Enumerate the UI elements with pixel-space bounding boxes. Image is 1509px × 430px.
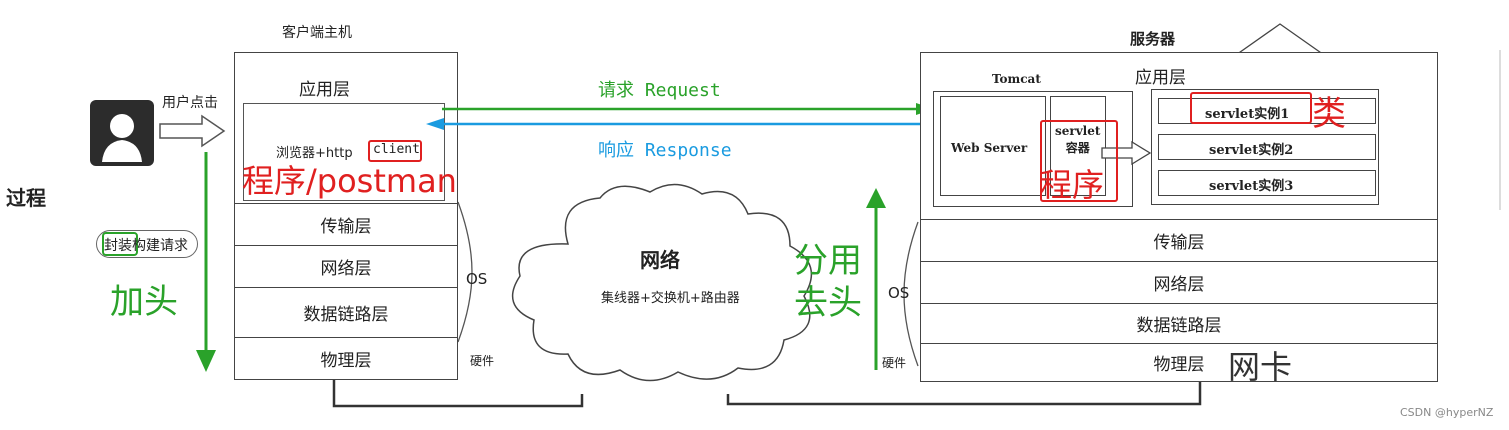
build-request-oval xyxy=(96,230,198,258)
server-physical-layer: 物理层 xyxy=(921,343,1437,381)
server-host: 应用层 Tomcat Web Server servlet 容器 servlet… xyxy=(920,52,1438,382)
server-network-layer: 网络层 xyxy=(921,261,1437,303)
servlet-container-label: servlet 容器 xyxy=(1055,123,1100,157)
class-annotation: 类 xyxy=(1312,94,1346,134)
server-physical-label: 物理层 xyxy=(1153,355,1205,375)
watermark: CSDN @hyperNZ xyxy=(1400,406,1494,419)
client-host: 应用层 浏览器+http 传输层 网络层 数据链路层 物理层 xyxy=(234,52,458,380)
user-click-label: 用户点击 xyxy=(162,95,218,111)
servlet-container-line2: 容器 xyxy=(1065,141,1090,155)
server-network-label: 网络层 xyxy=(1153,275,1205,295)
demux-up-arrow-icon xyxy=(866,188,886,370)
network-cloud xyxy=(511,183,813,382)
user-icon xyxy=(102,114,142,162)
server-title: 服务器 xyxy=(1130,30,1176,48)
servlet-instance-3-label: servlet实例3 xyxy=(1209,179,1294,194)
network-cloud-title: 网络 xyxy=(640,248,680,272)
servlet-container-line1: servlet xyxy=(1055,124,1101,138)
servlet-container-box: servlet 容器 xyxy=(1050,96,1106,196)
servlet-instance-2-label: servlet实例2 xyxy=(1209,143,1294,158)
response-label: 响应 Response xyxy=(598,140,732,161)
process-label: 过程 xyxy=(6,186,46,210)
server-app-layer: 应用层 xyxy=(1135,68,1186,88)
client-network-label: 网络层 xyxy=(320,259,372,279)
client-datalink-layer: 数据链路层 xyxy=(235,287,457,337)
client-highlight xyxy=(368,140,422,162)
servlet-instances-panel: servlet实例1 servlet实例2 servlet实例3 xyxy=(1151,89,1379,205)
client-transport-label: 传输层 xyxy=(320,217,372,237)
build-request-word: 构建请求 xyxy=(132,238,188,254)
client-app-layer: 应用层 xyxy=(299,80,350,100)
web-server-box: Web Server xyxy=(940,96,1046,196)
request-arrow-icon xyxy=(442,103,934,115)
server-datalink-layer: 数据链路层 xyxy=(921,303,1437,343)
click-arrow-icon xyxy=(159,114,226,148)
user-avatar xyxy=(90,100,154,166)
demux-line1: 分用 xyxy=(794,241,862,281)
server-os-label: OS xyxy=(888,284,910,302)
servlet-instance-1-label: servlet实例1 xyxy=(1205,107,1290,122)
request-label: 请求 Request xyxy=(598,80,721,101)
web-server-label: Web Server xyxy=(951,141,1028,155)
client-network-layer: 网络层 xyxy=(235,245,457,287)
client-datalink-label: 数据链路层 xyxy=(303,305,389,325)
browser-prefix: 浏览器+http xyxy=(276,146,353,161)
client-transport-layer: 传输层 xyxy=(235,203,457,245)
client-word: client xyxy=(373,142,420,157)
server-hardware-label: 硬件 xyxy=(882,356,907,370)
network-cloud-subtitle: 集线器+交换机+路由器 xyxy=(601,291,740,306)
client-program-annotation: 程序/postman xyxy=(242,162,457,200)
encapsulate-word: 封装 xyxy=(104,238,132,254)
container-to-servlet-arrow-icon xyxy=(1101,140,1152,166)
browser-box: 浏览器+http xyxy=(243,103,445,201)
client-physical-layer: 物理层 xyxy=(235,337,457,379)
right-edge-decoration xyxy=(1499,50,1501,210)
client-physical-label: 物理层 xyxy=(320,351,372,371)
encapsulate-label: 封装构建请求 xyxy=(104,235,188,255)
client-hardware-label: 硬件 xyxy=(470,354,495,368)
tomcat-label: Tomcat xyxy=(992,72,1041,86)
server-transport-label: 传输层 xyxy=(1153,233,1205,253)
servlet1-highlight xyxy=(1190,92,1312,124)
server-os-bracket xyxy=(903,221,919,367)
server-transport-layer: 传输层 xyxy=(921,219,1437,261)
tomcat-box: Tomcat Web Server servlet 容器 xyxy=(933,72,1133,207)
demux-line2: 去头 xyxy=(794,283,862,323)
client-host-title: 客户端主机 xyxy=(282,25,352,41)
browser-label: 浏览器+http xyxy=(276,142,353,161)
client-os-bracket xyxy=(458,201,473,343)
encapsulate-down-arrow-icon xyxy=(196,152,216,372)
servlet-instance-2: servlet实例2 xyxy=(1158,134,1376,160)
nic-annotation: 网卡 xyxy=(1228,348,1293,386)
servlet-container-highlight xyxy=(1040,120,1118,202)
demux-annotation: 分用 去头 xyxy=(794,240,862,324)
add-header-annotation: 加头 xyxy=(110,282,178,322)
servlet-instance-3: servlet实例3 xyxy=(1158,170,1376,196)
server-program-annotation: 程序 xyxy=(1040,166,1105,204)
physical-connection-lines xyxy=(332,380,1202,408)
client-os-label: OS xyxy=(466,270,488,288)
server-datalink-label: 数据链路层 xyxy=(1136,316,1222,336)
